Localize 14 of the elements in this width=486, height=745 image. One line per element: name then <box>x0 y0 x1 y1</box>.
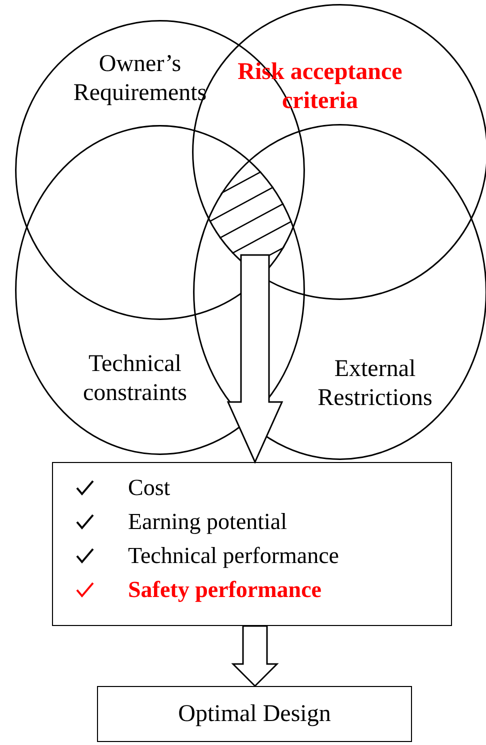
criterion-text: Earning potential <box>128 509 288 535</box>
result-box <box>97 686 412 742</box>
criterion-text: Cost <box>128 475 170 501</box>
criterion-text: Safety performance <box>128 577 322 603</box>
circle-label: Owner’s Requirements <box>72 50 208 108</box>
hollow-arrow <box>226 254 284 464</box>
circle-outline <box>15 125 305 455</box>
hollow-arrow <box>231 625 279 688</box>
criterion-text: Technical performance <box>128 543 340 569</box>
circle-label: Technical constraints <box>82 350 188 408</box>
criteria-box <box>52 462 452 626</box>
circle-label: External Restrictions <box>316 355 434 413</box>
circle-outline <box>193 124 486 460</box>
box-label: Optimal Design <box>177 700 332 729</box>
